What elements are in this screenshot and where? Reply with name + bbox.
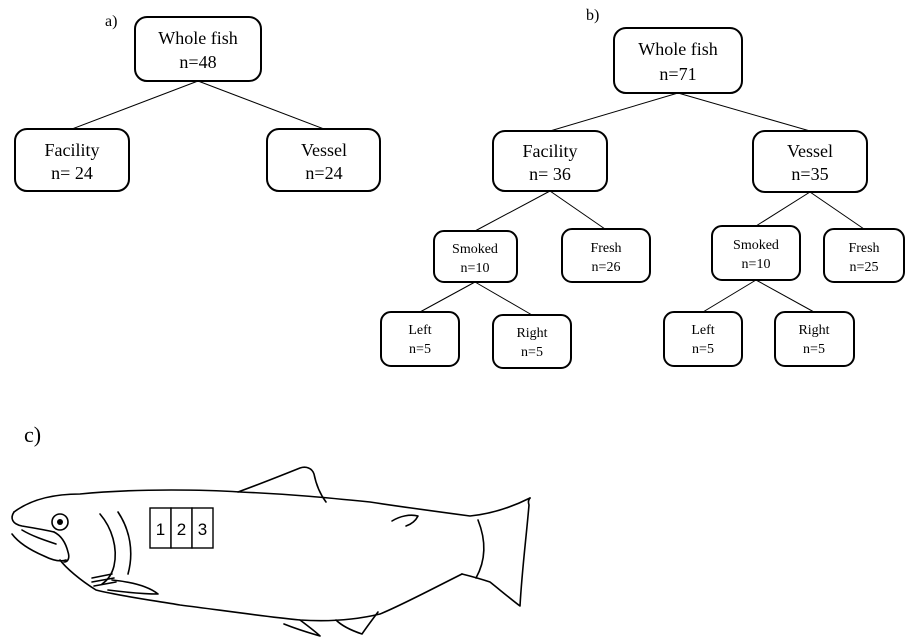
fish-pelvic-fin <box>283 619 321 637</box>
panel-a-root-node: Whole fish n=48 <box>134 16 262 82</box>
panel-b-vessel-node: Vessel n=35 <box>752 130 868 193</box>
node-count: n=5 <box>803 342 825 357</box>
node-name: Vessel <box>787 141 833 161</box>
node-box <box>433 230 518 283</box>
node-count: n=10 <box>461 261 490 276</box>
node-count: n=71 <box>659 64 696 84</box>
panel-a-label: a) <box>105 13 117 30</box>
node-count: n=5 <box>409 342 431 357</box>
edge-a-root-facility <box>71 80 199 130</box>
node-name: Smoked <box>733 238 779 253</box>
section-label-2: 2 <box>177 520 186 539</box>
fish-dorsal-outline <box>13 489 531 517</box>
panel-b-edges <box>419 92 865 316</box>
node-name: Left <box>408 323 431 338</box>
node-name: Vessel <box>301 140 347 160</box>
section-box-3 <box>191 507 214 549</box>
panel-b-vessel-smoked-node: Smoked n=10 <box>711 225 801 281</box>
node-count: n=5 <box>521 345 543 360</box>
fish-pectoral-rays <box>91 573 117 587</box>
node-name: Whole fish <box>158 28 237 48</box>
node-name: Fresh <box>848 241 879 256</box>
panel-b-vessel-right-node: Right n=5 <box>774 311 855 367</box>
fish-lower-jaw <box>11 533 67 562</box>
fish-pectoral-fin <box>107 579 159 595</box>
node-box <box>14 128 130 192</box>
fish-upper-jaw <box>11 511 55 533</box>
edge-b-facility-smoked <box>474 190 551 232</box>
panel-b-vessel-fresh-node: Fresh n=25 <box>823 228 905 283</box>
node-box <box>823 228 905 283</box>
node-count: n= 36 <box>529 164 571 184</box>
node-count: n=5 <box>692 342 714 357</box>
node-name: Facility <box>45 140 100 160</box>
fish-dorsal-fin <box>237 466 327 503</box>
fish-mouth-line <box>21 529 57 545</box>
edge-b-root-vessel <box>677 92 811 132</box>
panel-b-facility-fresh-node: Fresh n=26 <box>561 228 651 283</box>
node-count: n=25 <box>850 260 879 275</box>
fish-gill-cover <box>99 513 116 585</box>
node-name: Right <box>798 323 829 338</box>
panel-a-facility-node: Facility n= 24 <box>14 128 130 192</box>
edge-b-vessel-left <box>702 279 757 313</box>
node-box <box>752 130 868 193</box>
panel-b-vessel-left-node: Left n=5 <box>663 311 743 367</box>
section-label-1: 1 <box>156 520 165 539</box>
panel-b-root-node: Whole fish n=71 <box>613 27 743 94</box>
node-box <box>613 27 743 94</box>
edge-a-root-vessel <box>197 80 325 130</box>
node-box <box>774 311 855 367</box>
node-box <box>561 228 651 283</box>
panel-a-vessel-node: Vessel n=24 <box>266 128 381 192</box>
node-box <box>492 130 608 192</box>
fish-eye-icon <box>51 513 69 531</box>
edge-b-facility-left <box>419 281 476 313</box>
node-count: n=48 <box>179 52 216 72</box>
salmon-illustration <box>11 466 531 637</box>
node-name: Facility <box>523 141 578 161</box>
panel-b-facility-right-node: Right n=5 <box>492 314 572 369</box>
node-box <box>134 16 262 82</box>
fish-caudal-peduncle <box>475 519 485 579</box>
panel-c-label: c) <box>24 422 41 447</box>
node-count: n=26 <box>592 260 621 275</box>
edge-b-root-facility <box>549 92 679 132</box>
edge-b-facility-right <box>474 281 533 316</box>
edge-b-facility-fresh <box>549 190 606 230</box>
node-count: n=35 <box>791 164 828 184</box>
node-name: Right <box>516 326 547 341</box>
node-box <box>663 311 743 367</box>
panel-b-facility-left-node: Left n=5 <box>380 311 460 367</box>
node-box <box>492 314 572 369</box>
fish-adipose-fin <box>391 514 419 527</box>
panel-b-facility-node: Facility n= 36 <box>492 130 608 192</box>
node-count: n= 24 <box>51 163 93 183</box>
node-name: Left <box>691 323 714 338</box>
edge-b-vessel-fresh <box>809 191 865 230</box>
node-count: n=24 <box>305 163 342 183</box>
panel-b-facility-smoked-node: Smoked n=10 <box>433 230 518 283</box>
fish-ventral-outline <box>59 559 463 622</box>
panel-b-label: b) <box>586 7 599 24</box>
fish-gill-arch <box>117 511 132 575</box>
node-count: n=10 <box>742 257 771 272</box>
fish-maxilla <box>53 531 70 563</box>
edge-b-vessel-right <box>755 279 815 313</box>
sampling-sections: 1 2 3 <box>149 507 214 549</box>
node-name: Whole fish <box>638 39 717 59</box>
node-box <box>266 128 381 192</box>
node-box <box>380 311 460 367</box>
edge-b-vessel-smoked <box>755 191 811 227</box>
fish-anal-fin <box>335 611 379 635</box>
fish-caudal-fin <box>461 497 531 607</box>
section-label-3: 3 <box>198 520 207 539</box>
node-name: Fresh <box>590 241 621 256</box>
node-name: Smoked <box>452 242 498 257</box>
fish-pupil-icon <box>57 519 63 525</box>
panel-a-edges <box>71 80 325 130</box>
node-box <box>711 225 801 281</box>
